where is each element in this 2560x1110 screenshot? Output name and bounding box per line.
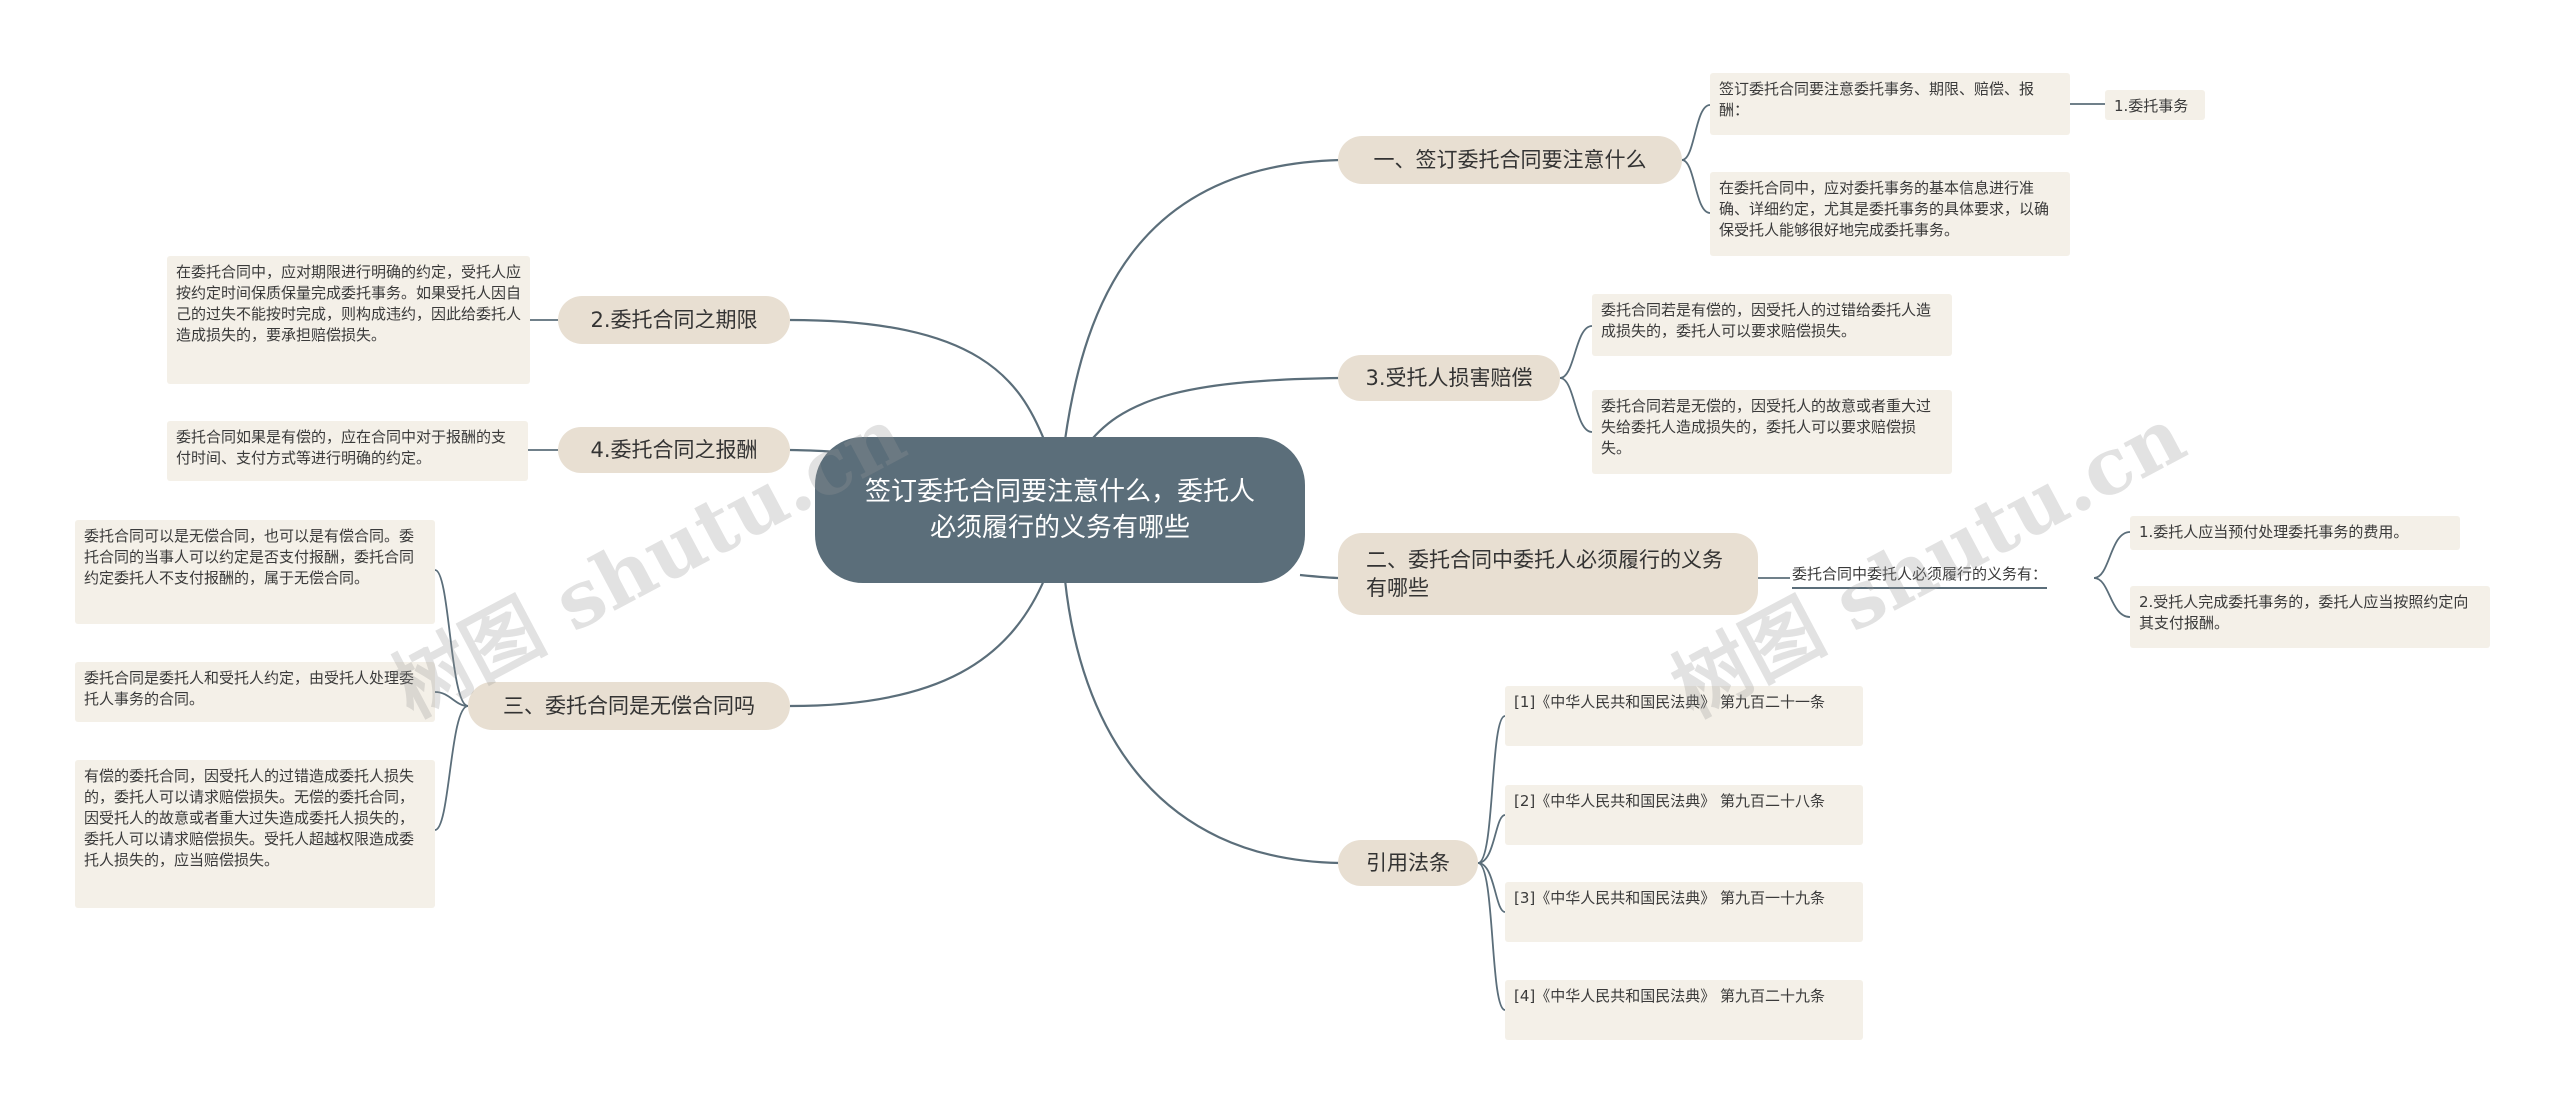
branch-sign-notes-label: 一、签订委托合同要注意什么 <box>1373 148 1647 172</box>
leaf-contract-definition[interactable]: 委托合同是委托人和受托人约定，由受托人处理委托人事务的合同。 <box>75 662 435 722</box>
leaf-remuneration-details-text: 委托合同如果是有偿的，应在合同中对于报酬的支付时间、支付方式等进行明确的约定。 <box>176 428 507 467</box>
leaf-entrusted-affairs[interactable]: 1.委托事务 <box>2105 90 2205 120</box>
leaf-paid-compensation[interactable]: 委托合同若是有偿的，因受托人的过错给委托人造成损失的，委托人可以要求赔偿损失。 <box>1592 294 1952 356</box>
branch-contract-remuneration[interactable]: 4.委托合同之报酬 <box>558 427 790 473</box>
edge-b2-l1 <box>1559 325 1593 379</box>
leaf-law-4-text: [4]《中华人民共和国民法典》 第九百二十九条 <box>1514 987 1826 1005</box>
branch-principal-obligations-label: 二、委托合同中委托人必须履行的义务有哪些 <box>1366 548 1723 600</box>
root-title: 签订委托合同要注意什么，委托人必须履行的义务有哪些 <box>864 477 1255 543</box>
edge-b4-l1 <box>1477 715 1506 864</box>
leaf-term-details-text: 在委托合同中，应对期限进行明确的约定，受托人应按约定时间保质保量完成委托事务。如… <box>176 263 522 344</box>
branch-cited-laws-label: 引用法条 <box>1366 851 1450 875</box>
leaf-law-1-text: [1]《中华人民共和国民法典》 第九百二十一条 <box>1514 693 1826 711</box>
edge-root-b4 <box>1063 579 1341 865</box>
edge-root-b3 <box>1299 573 1341 580</box>
leaf-affair-details[interactable]: 在委托合同中，应对委托事务的基本信息进行准确、详细约定，尤其是委托事务的具体要求… <box>1710 172 2070 256</box>
edge-root-b7 <box>789 577 1047 708</box>
leaf-law-3[interactable]: [3]《中华人民共和国民法典》 第九百一十九条 <box>1505 882 1863 942</box>
leaf-affair-details-text: 在委托合同中，应对委托事务的基本信息进行准确、详细约定，尤其是委托事务的具体要求… <box>1719 179 2050 239</box>
leaf-prepay-expenses[interactable]: 1.委托人应当预付处理委托事务的费用。 <box>2130 516 2460 550</box>
branch-gratuitous-contract-label: 三、委托合同是无偿合同吗 <box>503 694 755 718</box>
leaf-pay-remuneration[interactable]: 2.受托人完成委托事务的，委托人应当按照约定向其支付报酬。 <box>2130 586 2490 648</box>
branch-damage-compensation[interactable]: 3.受托人损害赔偿 <box>1338 355 1560 401</box>
edge-b4-l2 <box>1477 814 1506 864</box>
branch-principal-obligations[interactable]: 二、委托合同中委托人必须履行的义务有哪些 <box>1338 533 1758 615</box>
leaf-prepay-expenses-text: 1.委托人应当预付处理委托事务的费用。 <box>2139 523 2409 541</box>
leaf-law-2-text: [2]《中华人民共和国民法典》 第九百二十八条 <box>1514 792 1826 810</box>
edge-root-b1 <box>1063 158 1341 441</box>
edge-b1-l2 <box>1681 159 1711 214</box>
leaf-liability-details-text: 有偿的委托合同，因受托人的过错造成委托人损失的，委托人可以请求赔偿损失。无偿的委… <box>84 767 415 869</box>
branch-cited-laws[interactable]: 引用法条 <box>1338 840 1478 886</box>
leaf-pay-remuneration-text: 2.受托人完成委托事务的，委托人应当按照约定向其支付报酬。 <box>2139 593 2469 632</box>
leaf-paid-compensation-text: 委托合同若是有偿的，因受托人的过错给委托人造成损失的，委托人可以要求赔偿损失。 <box>1601 301 1932 340</box>
leaf-law-4[interactable]: [4]《中华人民共和国民法典》 第九百二十九条 <box>1505 980 1863 1040</box>
branch-damage-compensation-label: 3.受托人损害赔偿 <box>1365 366 1533 390</box>
leaf-term-details[interactable]: 在委托合同中，应对期限进行明确的约定，受托人应按约定时间保质保量完成委托事务。如… <box>167 256 530 384</box>
leaf-entrusted-affairs-text: 1.委托事务 <box>2114 97 2189 115</box>
leaf-paid-or-unpaid-text: 委托合同可以是无偿合同，也可以是有偿合同。委托合同的当事人可以约定是否支付报酬，… <box>84 527 415 587</box>
branch-sign-notes[interactable]: 一、签订委托合同要注意什么 <box>1338 136 1682 184</box>
leaf-law-1[interactable]: [1]《中华人民共和国民法典》 第九百二十一条 <box>1505 686 1863 746</box>
leaf-liability-details[interactable]: 有偿的委托合同，因受托人的过错造成委托人损失的，委托人可以请求赔偿损失。无偿的委… <box>75 760 435 908</box>
leaf-law-2[interactable]: [2]《中华人民共和国民法典》 第九百二十八条 <box>1505 785 1863 845</box>
edge-b4-l3 <box>1477 862 1506 913</box>
branch-contract-remuneration-label: 4.委托合同之报酬 <box>590 438 758 462</box>
leaf-remuneration-details[interactable]: 委托合同如果是有偿的，应在合同中对于报酬的支付时间、支付方式等进行明确的约定。 <box>167 421 528 481</box>
leaf-unpaid-compensation-text: 委托合同若是无偿的，因受托人的故意或者重大过失给委托人造成损失的，委托人可以要求… <box>1601 397 1932 457</box>
edge-b2-l2 <box>1559 377 1593 433</box>
edge-b7-l2 <box>434 691 469 707</box>
leaf-sign-items[interactable]: 签订委托合同要注意委托事务、期限、赔偿、报酬： <box>1710 73 2070 135</box>
branch-contract-term[interactable]: 2.委托合同之期限 <box>558 296 790 344</box>
edge-b1-l1 <box>1681 104 1711 161</box>
leaf-obligations-intro-text: 委托合同中委托人必须履行的义务有： <box>1792 565 2048 583</box>
edge-root-b5 <box>789 318 1047 443</box>
leaf-unpaid-compensation[interactable]: 委托合同若是无偿的，因受托人的故意或者重大过失给委托人造成损失的，委托人可以要求… <box>1592 390 1952 474</box>
edge-root-b2 <box>1084 376 1341 449</box>
branch-gratuitous-contract[interactable]: 三、委托合同是无偿合同吗 <box>468 682 790 730</box>
leaf-obligations-intro[interactable]: 委托合同中委托人必须履行的义务有： <box>1792 564 2048 589</box>
leaf-paid-or-unpaid[interactable]: 委托合同可以是无偿合同，也可以是有偿合同。委托合同的当事人可以约定是否支付报酬，… <box>75 520 435 624</box>
edge-l31-l311 <box>2093 531 2131 579</box>
edge-b7-l1 <box>434 569 469 707</box>
leaf-sign-items-text: 签订委托合同要注意委托事务、期限、赔偿、报酬： <box>1719 80 2035 119</box>
root-topic[interactable]: 签订委托合同要注意什么，委托人必须履行的义务有哪些 <box>815 437 1305 583</box>
edge-b4-l4 <box>1477 862 1506 1011</box>
leaf-law-3-text: [3]《中华人民共和国民法典》 第九百一十九条 <box>1514 889 1826 907</box>
edge-l31-l312 <box>2093 577 2131 618</box>
leaf-contract-definition-text: 委托合同是委托人和受托人约定，由受托人处理委托人事务的合同。 <box>84 669 415 708</box>
branch-contract-term-label: 2.委托合同之期限 <box>590 308 758 332</box>
edge-b7-l3 <box>434 705 469 831</box>
